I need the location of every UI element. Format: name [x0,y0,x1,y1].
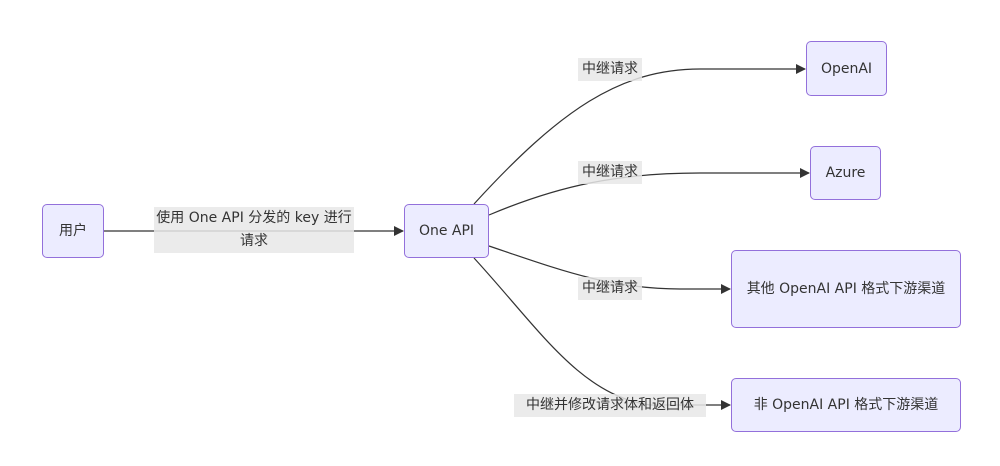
node-non-openai-channel-label: 非 OpenAI API 格式下游渠道 [753,397,939,413]
edge-label-other: 中继请求 [578,277,642,300]
edge-label-openai: 中继请求 [578,58,642,81]
edge-label-non-openai: 中继并修改请求体和返回体 [514,394,706,417]
node-one-api-label: One API [418,223,475,239]
node-user-label: 用户 [59,223,87,239]
node-other-openai-channel[interactable]: 其他 OpenAI API 格式下游渠道 [731,250,961,328]
edge-label-azure: 中继请求 [578,161,642,184]
edge-oneapi-azure [488,168,810,216]
edge-label-user-request: 使用 One API 分发的 key 进行请求 [154,207,354,253]
node-one-api[interactable]: One API [404,204,489,258]
node-azure[interactable]: Azure [810,146,881,200]
edge-oneapi-openai [473,64,806,205]
node-user[interactable]: 用户 [42,204,104,258]
node-azure-label: Azure [825,165,866,181]
node-non-openai-channel[interactable]: 非 OpenAI API 格式下游渠道 [731,378,961,432]
node-other-openai-channel-label: 其他 OpenAI API 格式下游渠道 [746,281,946,297]
node-openai-label: OpenAI [820,60,873,77]
node-openai[interactable]: OpenAI [806,41,887,96]
